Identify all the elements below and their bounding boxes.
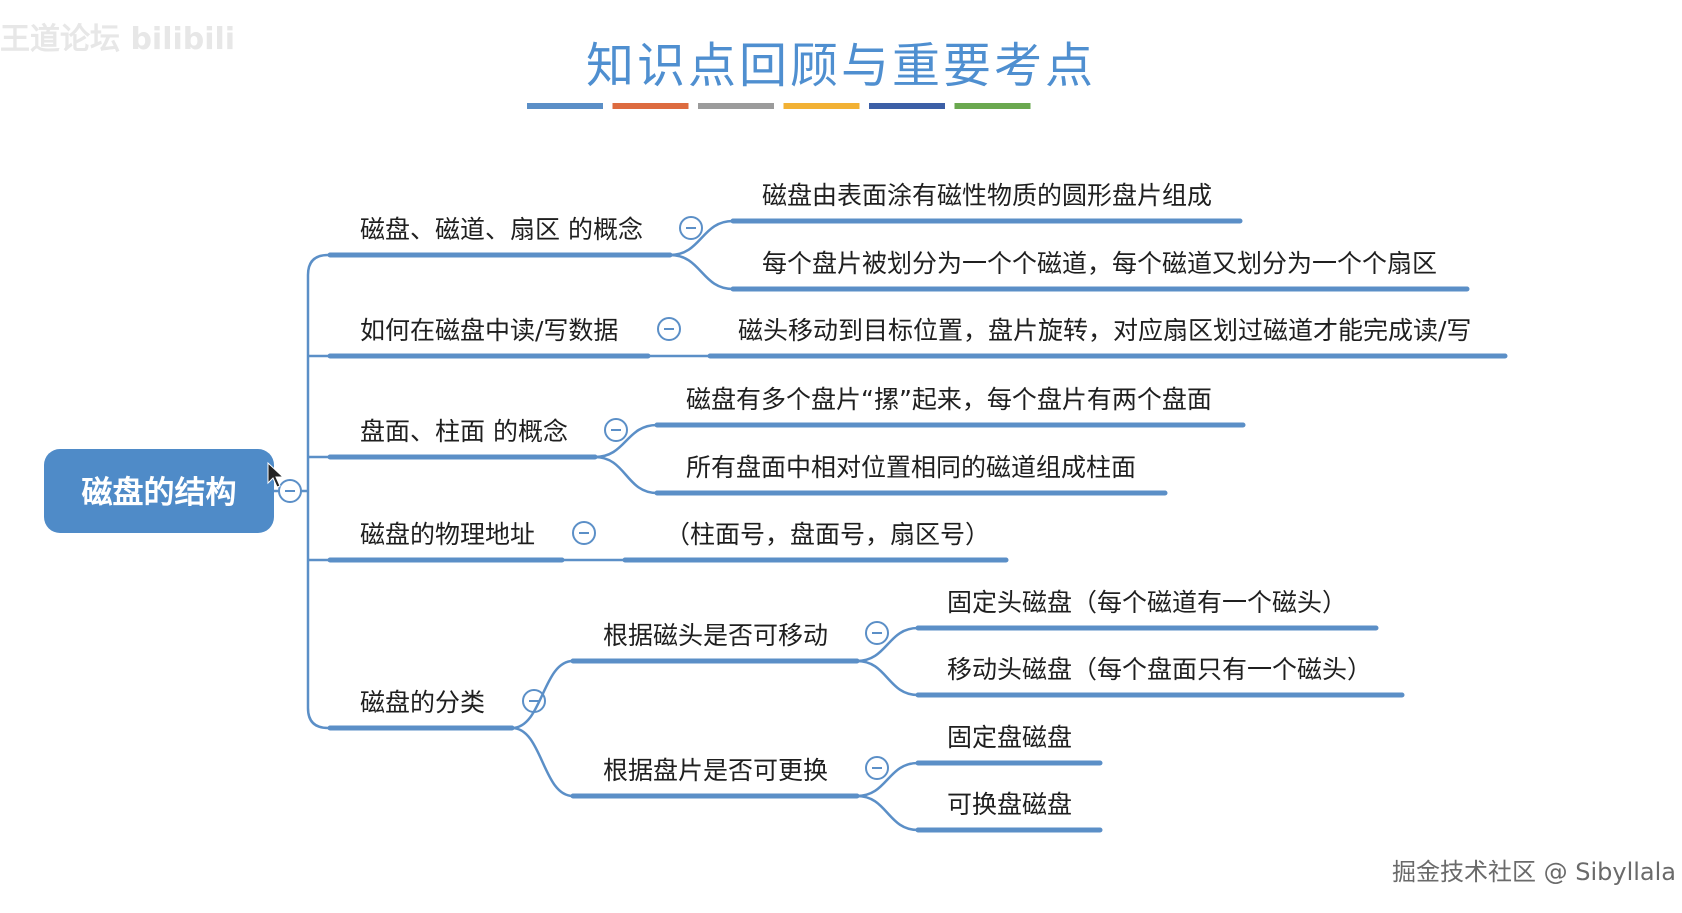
subbranch-collapse-toggle[interactable] [865,621,889,645]
branch-collapse-toggle[interactable] [604,418,628,442]
subbranch-connector [511,726,574,798]
branch-label: 如何在磁盘中读/写数据 [360,316,618,345]
branch-label: 磁盘、磁道、扇区 的概念 [360,215,643,244]
root-collapse-toggle[interactable] [278,479,302,503]
leaf-label: 磁头移动到目标位置，盘片旋转，对应扇区划过磁道才能完成读/写 [738,316,1471,345]
leaf-connector [669,253,734,291]
title-color-bar [527,103,603,109]
leaf-connector [856,626,919,663]
watermark: 王道论坛 bilibili [0,22,236,57]
mouse-cursor-icon [267,461,285,488]
subbranch-connector [511,659,574,730]
leaf-label: 磁盘由表面涂有磁性物质的圆形盘片组成 [762,181,1212,210]
leaf-label: 固定头磁盘（每个磁道有一个磁头） [947,588,1347,617]
branch-collapse-toggle[interactable] [679,216,703,240]
leaf-label: 磁盘有多个盘片“摞”起来，每个盘片有两个盘面 [686,385,1212,414]
leaf-label: 每个盘片被划分为一个个磁道，每个磁道又划分为一个个扇区 [762,249,1437,278]
branch-collapse-toggle[interactable] [522,689,546,713]
title-color-bar [869,103,945,109]
title-color-bar [783,103,860,109]
branch-label: 磁盘的物理地址 [360,520,535,549]
title-color-bar [698,103,774,109]
page-title: 知识点回顾与重要考点 [585,38,1096,94]
branch-label: 盘面、柱面 的概念 [360,417,568,446]
leaf-label: （柱面号，盘面号，扇区号） [665,520,990,549]
branch-collapse-toggle[interactable] [657,317,681,341]
leaf-label: 移动头磁盘（每个盘面只有一个磁头） [947,655,1372,684]
title-color-bar [612,103,689,109]
leaf-connector [594,455,658,495]
leaf-connector [669,219,734,257]
leaf-connector [594,423,658,459]
root-node-box[interactable] [44,449,274,533]
branch-collapse-toggle[interactable] [572,521,596,545]
subbranch-label: 根据盘片是否可更换 [603,756,828,785]
branch-label: 磁盘的分类 [360,688,485,717]
leaf-label: 所有盘面中相对位置相同的磁道组成柱面 [686,453,1136,482]
leaf-connector [856,794,919,832]
leaf-connector [856,659,919,697]
subbranch-label: 根据磁头是否可移动 [603,621,828,650]
level1-trunk [306,253,329,730]
footer-credit: 掘金技术社区 @ Sibyllala [1391,858,1676,886]
leaf-label: 可换盘磁盘 [947,790,1072,819]
root-node-label: 磁盘的结构 [82,475,237,511]
subbranch-collapse-toggle[interactable] [865,756,889,780]
title-color-bar [954,103,1031,109]
leaf-connector [856,761,919,798]
leaf-label: 固定盘磁盘 [947,723,1072,752]
